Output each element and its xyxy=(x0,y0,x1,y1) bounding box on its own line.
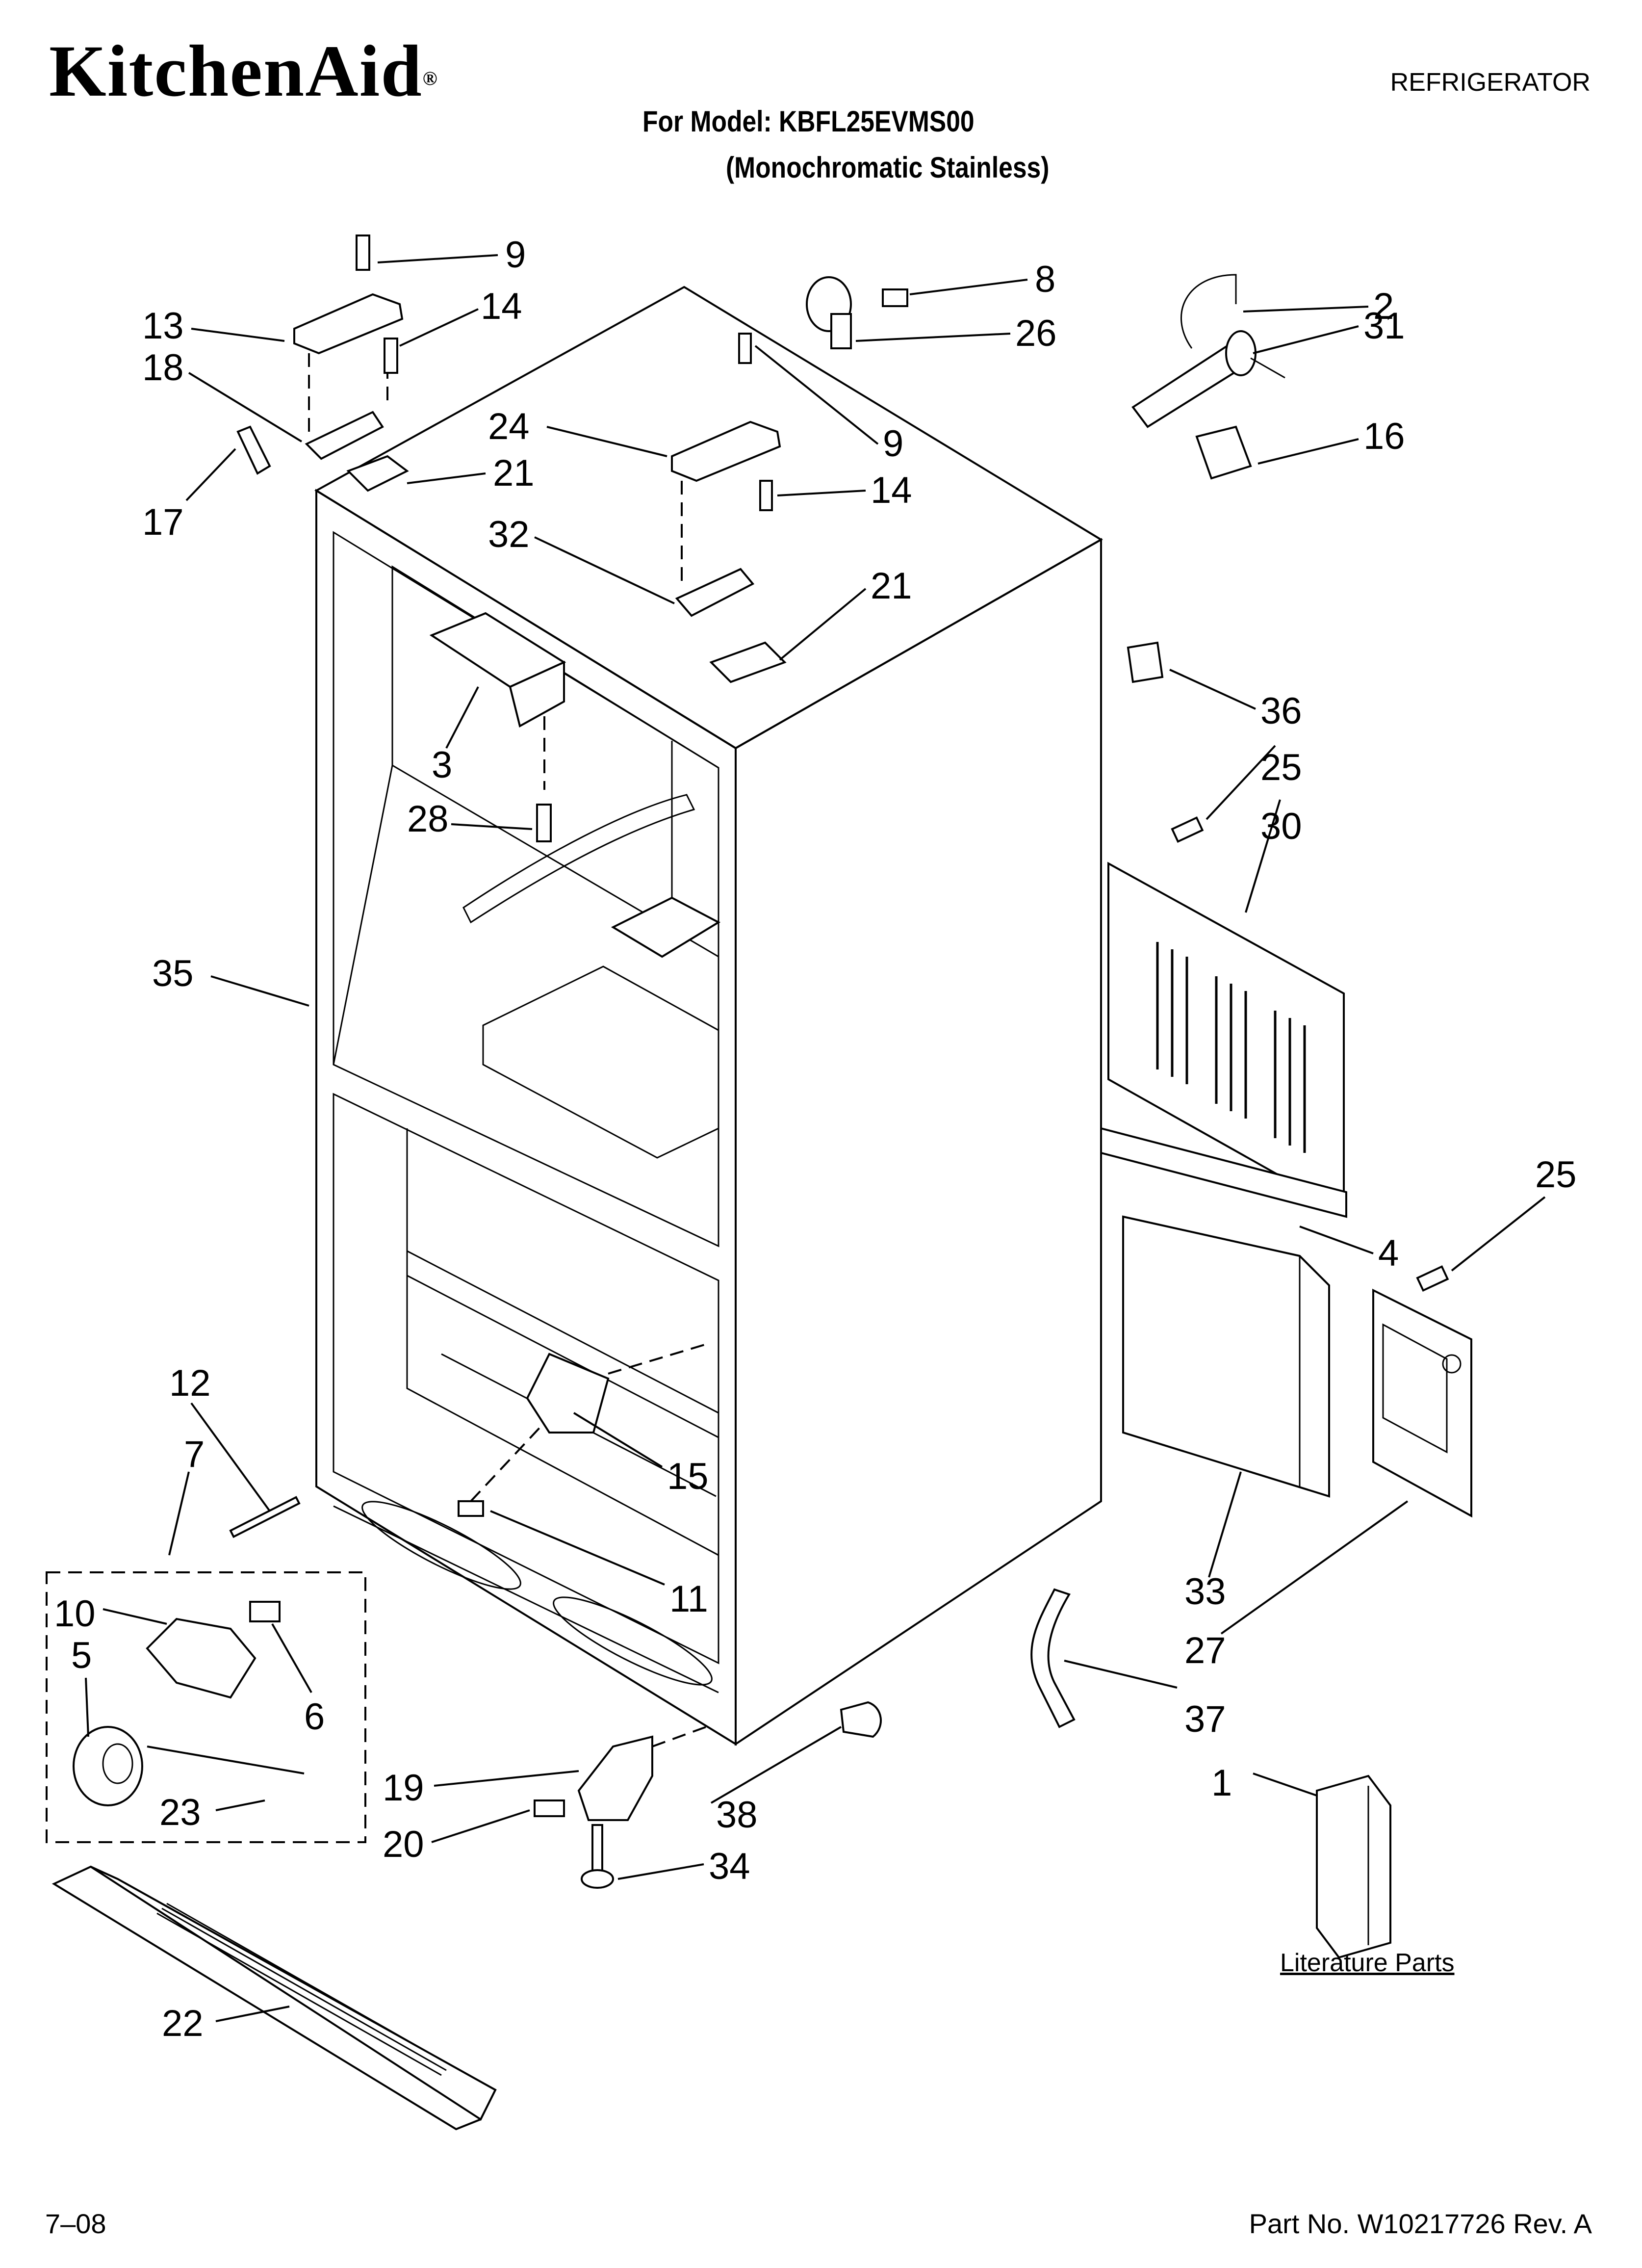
callout: 1 xyxy=(1211,1762,1232,1804)
callout: 13 xyxy=(142,305,184,347)
clip-16 xyxy=(1195,425,1252,480)
leader-lines xyxy=(85,254,1546,2022)
callout: 14 xyxy=(871,469,912,511)
callout: 14 xyxy=(481,286,522,327)
callout: 26 xyxy=(1015,313,1057,354)
callout: 4 xyxy=(1378,1232,1399,1274)
screw-12 xyxy=(229,1496,301,1538)
callout: 25 xyxy=(1535,1154,1577,1196)
callout: 33 xyxy=(1184,1571,1226,1613)
callout: 37 xyxy=(1184,1698,1226,1740)
callout: 9 xyxy=(505,234,526,276)
toe-grille-22 xyxy=(51,1865,497,2131)
callout: 16 xyxy=(1363,416,1405,457)
brand-logo: KitchenAid® xyxy=(49,30,438,112)
callout: 19 xyxy=(383,1767,424,1809)
leveling-bracket-19 xyxy=(534,1726,707,1889)
callout: 21 xyxy=(871,565,912,607)
callout: 25 xyxy=(1260,747,1302,788)
callout: 18 xyxy=(142,347,184,389)
top-hinge-left xyxy=(293,235,409,492)
callout: 10 xyxy=(54,1593,96,1635)
callout: 2 xyxy=(1373,286,1394,327)
literature-pack xyxy=(1316,1774,1391,1959)
part-number: Part No. W10217726 Rev. A xyxy=(1249,2208,1592,2239)
literature-parts-label: Literature Parts xyxy=(1280,1949,1455,1977)
model-title: For Model: KBFL25EVMS00 xyxy=(642,105,975,138)
callout: 8 xyxy=(1035,259,1055,300)
callout: 6 xyxy=(304,1696,325,1738)
callout: 23 xyxy=(159,1792,201,1833)
bracket-27 xyxy=(1372,1288,1472,1518)
door-closer-26 xyxy=(806,276,908,349)
callout: 15 xyxy=(667,1456,709,1497)
top-hinge-right xyxy=(671,333,787,683)
appliance-category: REFRIGERATOR xyxy=(1390,68,1591,97)
callout: 31 xyxy=(1363,305,1405,347)
caster-assembly xyxy=(46,1571,366,1843)
callout: 9 xyxy=(883,423,903,465)
callout: 11 xyxy=(669,1578,708,1620)
screw-25-lower xyxy=(1416,1265,1449,1292)
callout: 34 xyxy=(709,1846,750,1887)
drain-hose-37 xyxy=(1030,1588,1076,1728)
front-bracket-15 xyxy=(458,1343,707,1517)
callout-numbers: 9 13 14 18 17 21 8 26 2 31 16 24 9 14 32… xyxy=(54,234,1577,2044)
callout: 27 xyxy=(1184,1630,1226,1671)
callout: 38 xyxy=(716,1794,758,1836)
callout: 7 xyxy=(184,1434,205,1475)
clamp-38 xyxy=(840,1701,882,1738)
control-housing-3 xyxy=(429,612,566,842)
callout: 28 xyxy=(407,798,449,840)
callout: 24 xyxy=(488,406,530,447)
seal-strip-4 xyxy=(1100,1127,1347,1218)
callout: 12 xyxy=(169,1362,211,1404)
screw-25-upper xyxy=(1171,816,1204,843)
date-code: 7–08 xyxy=(45,2208,106,2239)
callout: 36 xyxy=(1260,690,1302,732)
callout: 21 xyxy=(493,452,535,494)
callout: 20 xyxy=(383,1824,424,1865)
cabinet xyxy=(314,286,1103,1746)
callout: 17 xyxy=(142,501,184,543)
model-variant: (Monochromatic Stainless) xyxy=(726,151,1050,184)
callout: 22 xyxy=(162,2003,204,2044)
hinge-cover-17 xyxy=(236,425,271,475)
callout: 35 xyxy=(152,953,194,994)
callout: 5 xyxy=(71,1635,92,1676)
water-tube-31 xyxy=(1131,274,1285,428)
clip-36 xyxy=(1127,641,1164,683)
callout: 32 xyxy=(488,514,530,555)
insulation-33 xyxy=(1122,1215,1330,1498)
callout: 3 xyxy=(432,744,452,786)
